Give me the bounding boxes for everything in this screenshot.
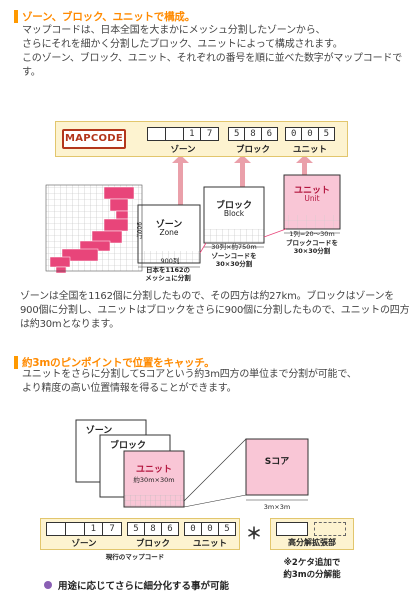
section1-paragraph: マップコードは、日本全国を大まかにメッシュ分割したゾーンから、 さらにそれを細か…: [22, 25, 402, 78]
unit-arrow: [296, 157, 313, 175]
zone-digit: [148, 128, 166, 140]
unit-digit: 0: [302, 128, 319, 140]
current-unit-digits: 0 0 5: [184, 522, 236, 536]
mapcode-logo: MAPCODE: [62, 129, 126, 149]
section2-heading-text: 約3mのピンポイントで位置をキャッチ。: [22, 356, 215, 369]
unit-dim-label: 1列=20～30m: [289, 230, 335, 238]
block-label: ブロック: [235, 145, 270, 155]
block-digit: 8: [145, 523, 162, 535]
japan-map-icon: [45, 184, 143, 274]
extension-box-1: [276, 522, 308, 536]
zone-digit: 7: [109, 524, 115, 534]
section1-heading: ゾーン、ブロック、ユニットで構成。: [14, 9, 195, 23]
section1-body: ゾーンは全国を1162個に分割したもので、その四方は約27km。ブロックはゾーン…: [20, 291, 410, 330]
zone-digit: [166, 128, 184, 140]
score-square: [245, 438, 309, 496]
unit-box-title: ユニット: [293, 186, 330, 196]
current-block-label: ブロック: [135, 539, 170, 549]
unit-caption: ブロックコードを 30×30分割: [286, 239, 338, 255]
zone-square-label: ゾーン: [85, 426, 113, 436]
note-line2: 約3mの分解能: [283, 570, 341, 580]
zone-side-label: 900行: [135, 222, 142, 240]
extension-box-2: [314, 522, 346, 536]
unit-digit: 0: [202, 523, 219, 535]
zone-digit: 7: [206, 129, 213, 139]
footer-text: 用途に応じてさらに細分化する事が可能: [58, 581, 230, 592]
zone-digit: 1: [85, 523, 104, 535]
section2-paragraph: ユニットをさらに分割してSコアという約3m四方の単位まで分割が可能で、 より精度…: [22, 369, 357, 394]
block-box-title: ブロック: [215, 201, 252, 211]
score-diagram: [75, 419, 309, 508]
block-dim-label: 30列×約750m: [211, 243, 257, 251]
zone-arrow: [172, 157, 189, 205]
block-digit: 6: [266, 129, 273, 139]
heading-bar: [14, 355, 18, 369]
zone-digit: [66, 523, 85, 535]
current-zone-label: ゾーン: [71, 539, 97, 549]
block-digit: 5: [229, 128, 246, 140]
section2-heading: 約3mのピンポイントで位置をキャッチ。: [14, 355, 215, 369]
block-caption: ゾーンコードを 30×30分割: [211, 252, 257, 268]
score-size-label: 3m×3m: [263, 503, 291, 511]
block-digit: 6: [167, 524, 173, 534]
unit-label: ユニット: [292, 145, 327, 155]
block-square-label: ブロック: [109, 441, 146, 451]
zone-digit: 1: [184, 128, 202, 140]
current-mapcode-caption: 現行のマップコード: [105, 553, 165, 561]
current-block-digits: 5 8 6: [127, 522, 179, 536]
zone-box-title: ゾーン: [155, 220, 183, 230]
section1-heading-text: ゾーン、ブロック、ユニットで構成。: [22, 10, 195, 23]
zone-digit: [47, 523, 66, 535]
score-label: Sコア: [264, 457, 290, 467]
heading-bar: [14, 9, 18, 23]
mapcode-hierarchy-diagram: [45, 157, 341, 274]
zone-label: ゾーン: [170, 145, 196, 155]
bullet-icon: [44, 581, 52, 589]
note-line1: ※2ケタ追加で: [283, 558, 341, 568]
unit-size-label: 約30m×30m: [133, 476, 175, 484]
unit-digit: 5: [224, 524, 230, 534]
zone-box-subtitle: Zone: [159, 228, 179, 237]
block-digit: 8: [245, 128, 262, 140]
current-unit-label: ユニット: [192, 539, 227, 549]
zone-digits: 1 7: [147, 127, 219, 141]
block-digits: 5 8 6: [228, 127, 278, 141]
unit-digit: 0: [185, 523, 202, 535]
unit-digits: 0 0 5: [285, 127, 335, 141]
block-box-subtitle: Block: [223, 209, 245, 218]
current-zone-digits: 1 7: [46, 522, 122, 536]
asterisk-icon: ＊: [246, 524, 263, 543]
unit-square-label: ユニット: [135, 465, 172, 475]
zone-bottom-label: 900列: [160, 257, 180, 265]
footer-note: 用途に応じてさらに細分化する事が可能: [44, 578, 229, 592]
unit-digit: 5: [323, 129, 330, 139]
extension-label: 高分解拡張部: [288, 538, 336, 547]
unit-digit: 0: [286, 128, 303, 140]
unit-box-subtitle: Unit: [304, 194, 320, 203]
block-digit: 5: [128, 523, 145, 535]
zone-caption: 日本を1162の メッシュに分割: [145, 266, 191, 282]
block-arrow: [234, 157, 251, 187]
